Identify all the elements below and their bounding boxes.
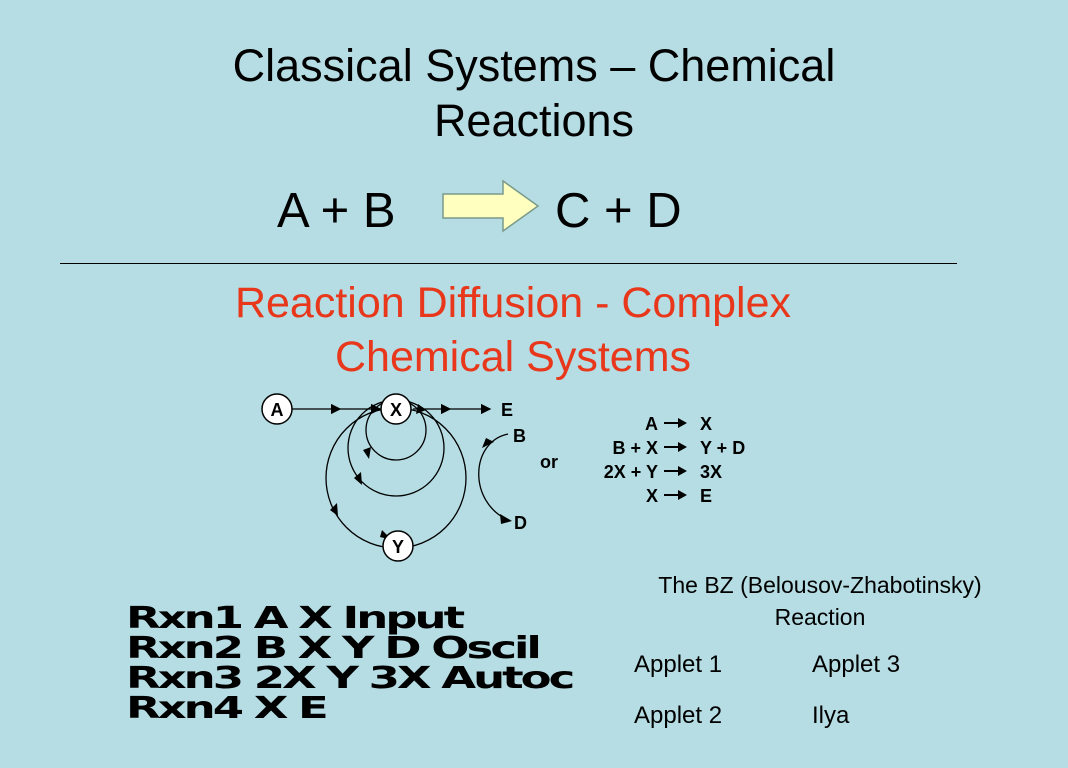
reaction-arrow-icon <box>664 422 680 424</box>
caption-line-2: Reaction <box>774 604 866 630</box>
reaction-arrowhead-icon <box>678 490 687 500</box>
reaction-right: E <box>700 486 713 506</box>
title-line-1: Classical Systems – Chemical <box>232 40 836 91</box>
caption-line-1: The BZ (Belousov-Zhabotinsky) <box>658 572 982 598</box>
label-b: B <box>513 426 526 446</box>
applet-1-link[interactable]: Applet 1 <box>634 651 723 678</box>
node-x-label: X <box>390 400 402 420</box>
label-e: E <box>501 400 513 420</box>
reaction-row: X E <box>560 484 780 508</box>
reaction-row: A X <box>560 412 780 436</box>
reaction-arrowhead-icon <box>678 466 687 476</box>
garbled-text-block: Rxn1 A X Input Rxn2 B X Y D Oscil Rxn3 2… <box>126 604 575 724</box>
node-x <box>380 393 412 425</box>
garbled-row-1: Rxn1 A X Input <box>126 601 465 636</box>
label-or: or <box>540 452 558 472</box>
node-a-label: A <box>271 400 284 420</box>
reaction-list: A X B + X Y + D 2X + Y 3X X E <box>560 412 780 508</box>
d-arrowhead <box>500 514 512 524</box>
reaction-left: A <box>645 414 658 434</box>
node-a <box>261 393 293 425</box>
loop-arrowhead <box>363 447 371 459</box>
b-d-curve <box>478 433 509 521</box>
label-d: D <box>514 513 527 533</box>
large-loop <box>325 407 467 549</box>
bz-caption: The BZ (Belousov-Zhabotinsky) Reaction <box>605 569 1035 633</box>
reaction-arrow-icon <box>664 470 680 472</box>
garbled-row-2: Rxn2 B X Y D Oscil <box>126 631 542 666</box>
reaction-row: B + X Y + D <box>560 436 780 460</box>
slide-title: Classical Systems – Chemical Reactions <box>0 38 1068 148</box>
ilya-link[interactable]: Ilya <box>812 702 850 729</box>
reaction-row: 2X + Y 3X <box>560 460 780 484</box>
b-arrowhead <box>482 438 494 448</box>
reaction-left: X <box>645 486 658 506</box>
yield-arrow-icon <box>442 179 540 233</box>
reaction-right: X <box>700 414 713 434</box>
subtitle: Reaction Diffusion - Complex Chemical Sy… <box>0 276 1026 384</box>
reaction-arrowhead-icon <box>678 442 687 452</box>
divider-line <box>60 263 957 264</box>
reaction-arrow-icon <box>664 446 680 448</box>
node-y <box>382 530 414 562</box>
reaction-right: 3X <box>700 462 723 482</box>
garbled-row-3: Rxn3 2X Y 3X Autoc <box>126 661 575 696</box>
loop-arrowhead <box>330 503 338 516</box>
subtitle-line-2: Chemical Systems <box>334 333 692 381</box>
reaction-right: Y + D <box>700 438 746 458</box>
title-line-2: Reactions <box>433 95 635 146</box>
loop-arrowhead <box>354 472 362 485</box>
reaction-left: 2X + Y <box>603 462 658 482</box>
subtitle-line-1: Reaction Diffusion - Complex <box>234 279 792 327</box>
garbled-row-4: Rxn4 X E <box>126 691 329 726</box>
applet-3-link[interactable]: Applet 3 <box>812 651 901 678</box>
equation-left: A + B <box>277 184 396 238</box>
loop-arrowhead <box>416 404 426 414</box>
reaction-arrowhead-icon <box>678 418 687 428</box>
reaction-arrow-icon <box>664 494 680 496</box>
reaction-network-diagram: A X Y E B D or <box>261 393 558 562</box>
applet-2-link[interactable]: Applet 2 <box>634 702 723 729</box>
reaction-left: B + X <box>612 438 658 458</box>
equation-right: C + D <box>555 184 682 238</box>
node-y-label: Y <box>392 537 404 557</box>
